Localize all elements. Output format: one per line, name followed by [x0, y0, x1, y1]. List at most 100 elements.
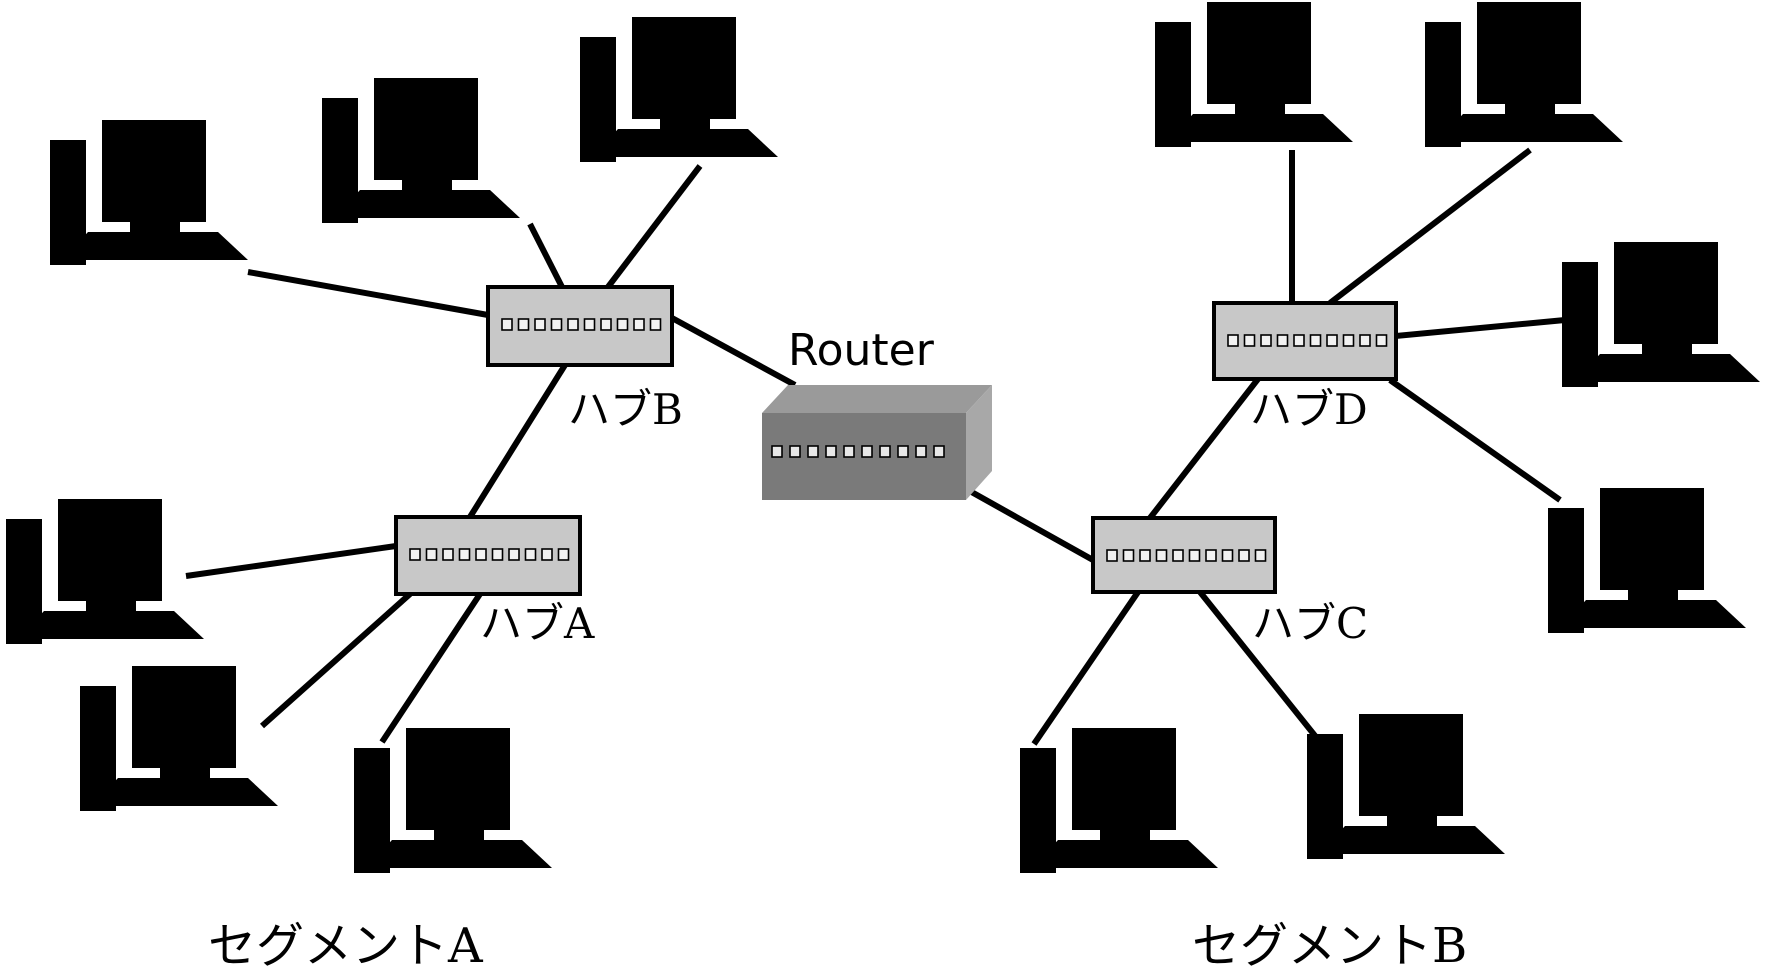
port-icon	[583, 318, 596, 331]
port-icon	[517, 318, 530, 331]
hub-d-label: ハブD	[1250, 385, 1368, 434]
port-icon	[1326, 334, 1338, 347]
computer-icon	[80, 666, 278, 811]
port-icon	[600, 318, 612, 331]
port-icon	[409, 548, 421, 561]
port-icon	[649, 318, 662, 331]
router-ports	[771, 445, 945, 458]
port-icon	[616, 318, 629, 331]
port-icon	[897, 445, 909, 458]
router-label: Router	[788, 325, 935, 376]
port-icon	[1238, 549, 1250, 562]
segment-a-label: セグメントA	[208, 918, 484, 974]
link-pc10-hubD	[1388, 377, 1562, 503]
computer-icon	[1307, 714, 1505, 859]
computer-icon	[354, 728, 552, 873]
link-pc9-hubD	[1395, 317, 1566, 339]
port-icon	[1293, 334, 1305, 347]
computer-icon	[1020, 728, 1218, 873]
port-icon	[508, 548, 520, 561]
computer-icon	[6, 499, 204, 644]
port-icon	[1260, 334, 1272, 347]
port-icon	[1254, 549, 1267, 562]
port-icon	[1139, 549, 1151, 562]
computer-icon	[580, 17, 778, 162]
hub-ports	[1227, 334, 1388, 347]
computer-icon	[1155, 2, 1353, 147]
link-pc5-hubA	[260, 591, 412, 729]
port-icon	[807, 445, 819, 458]
port-icon	[557, 548, 570, 561]
port-icon	[789, 445, 801, 458]
port-icon	[771, 445, 783, 458]
hub-ports	[1106, 549, 1267, 562]
port-icon	[633, 318, 645, 331]
link-hubB-router	[670, 315, 797, 388]
port-icon	[491, 548, 504, 561]
computer-icon	[322, 78, 520, 223]
computer-icon	[1562, 242, 1760, 387]
segment-b-label: セグメントB	[1192, 918, 1467, 974]
port-icon	[541, 548, 553, 561]
port-icon	[524, 548, 537, 561]
router	[762, 385, 992, 500]
link-pc1-hubB	[247, 269, 489, 318]
port-icon	[567, 318, 579, 331]
link-router-hubC	[966, 487, 1095, 563]
links	[185, 147, 1566, 746]
hub-d	[1212, 301, 1398, 381]
hub-ports	[501, 318, 662, 331]
port-icon	[1106, 549, 1118, 562]
port-icon	[933, 445, 945, 458]
hub-b-label: ハブB	[568, 385, 683, 434]
link-pc11-hubC	[1031, 590, 1141, 746]
port-icon	[1309, 334, 1322, 347]
hub-c	[1091, 516, 1277, 594]
port-icon	[1227, 334, 1239, 347]
port-icon	[1205, 549, 1217, 562]
port-icon	[1155, 549, 1168, 562]
link-pc4-hubA	[185, 543, 397, 579]
link-pc2-hubB	[527, 222, 565, 289]
segment-b-computers	[1020, 2, 1760, 873]
computer-icon	[50, 120, 248, 265]
hub-a	[394, 515, 582, 596]
computer-icon	[1425, 2, 1623, 147]
port-icon	[1276, 334, 1289, 347]
hub-ports	[409, 548, 570, 561]
port-icon	[1122, 549, 1135, 562]
hub-a-label: ハブA	[480, 599, 595, 648]
port-icon	[1221, 549, 1234, 562]
link-pc6-hubA	[379, 592, 483, 744]
port-icon	[1188, 549, 1201, 562]
port-icon	[442, 548, 454, 561]
link-pc8-hubD	[1328, 147, 1532, 306]
port-icon	[1375, 334, 1388, 347]
port-icon	[425, 548, 438, 561]
router-side	[966, 385, 992, 500]
port-icon	[1359, 334, 1371, 347]
port-icon	[915, 445, 927, 458]
hub-c-label: ハブC	[1252, 599, 1368, 648]
link-hubB-hubA	[467, 363, 568, 519]
port-icon	[501, 318, 513, 331]
link-pc3-hubB	[605, 164, 703, 289]
segment-a-computers	[6, 17, 778, 873]
port-icon	[475, 548, 487, 561]
link-hubC-hubD	[1147, 377, 1261, 520]
port-icon	[458, 548, 471, 561]
port-icon	[534, 318, 546, 331]
port-icon	[861, 445, 873, 458]
computer-icon	[1548, 488, 1746, 633]
port-icon	[825, 445, 837, 458]
port-icon	[550, 318, 563, 331]
port-icon	[879, 445, 891, 458]
port-icon	[843, 445, 855, 458]
router-icon	[762, 385, 992, 413]
port-icon	[1172, 549, 1184, 562]
port-icon	[1342, 334, 1355, 347]
hub-b	[486, 285, 674, 367]
link-pc12-hubC	[1197, 590, 1323, 744]
port-icon	[1243, 334, 1256, 347]
